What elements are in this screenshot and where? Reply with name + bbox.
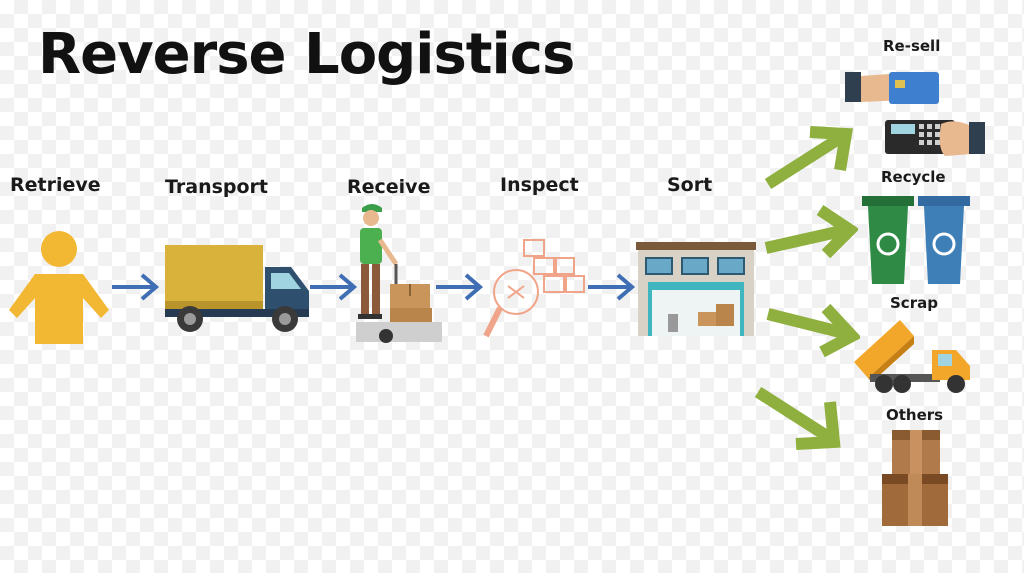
warehouse-icon [636, 242, 756, 336]
step-label-receive: Receive [347, 176, 431, 198]
branch-arrow-icon [766, 304, 860, 358]
outcome-label-others: Others [886, 406, 944, 424]
branch-arrow-icon [764, 126, 854, 190]
card-payment-icon [845, 72, 985, 156]
flow-arrow-icon [112, 273, 160, 301]
flow-arrow-icon [310, 273, 358, 301]
stacked-boxes-icon [882, 430, 948, 526]
delivery-truck-icon [165, 245, 309, 332]
outcome-label-recycle: Recycle [881, 168, 946, 186]
step-label-retrieve: Retrieve [10, 174, 101, 196]
recycle-bins-icon [862, 196, 970, 284]
flow-arrow-icon [436, 273, 484, 301]
outcome-label-resell: Re-sell [883, 37, 941, 55]
step-label-sort: Sort [667, 174, 713, 196]
dump-truck-icon [854, 320, 970, 393]
step-label-inspect: Inspect [500, 174, 579, 196]
magnifier-boxes-icon [483, 239, 585, 338]
person-icon [9, 231, 109, 344]
branch-arrow-icon [754, 386, 841, 450]
flow-arrow-icon [588, 273, 636, 301]
branch-arrow-icon [764, 205, 858, 258]
step-label-transport: Transport [165, 176, 269, 198]
outcome-label-scrap: Scrap [890, 294, 938, 312]
worker-hand-truck-icon [356, 204, 442, 343]
page-title: Reverse Logistics [38, 22, 575, 87]
